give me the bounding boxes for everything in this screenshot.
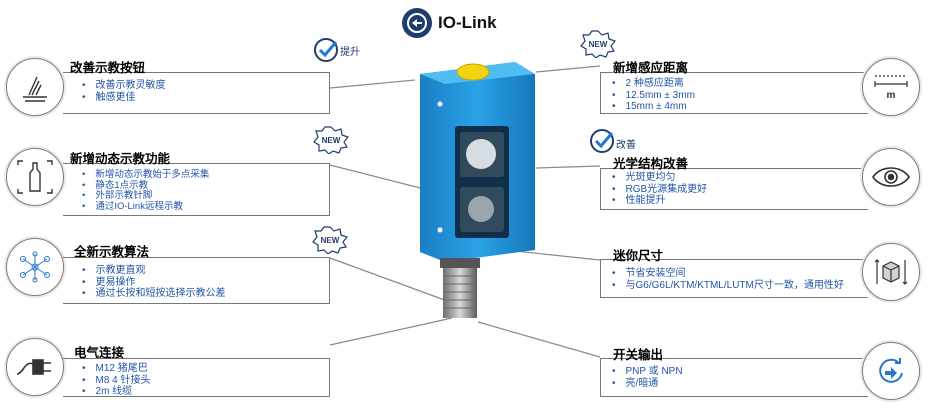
io-link-logo-icon	[402, 8, 432, 38]
list-item: 2m 线缆	[82, 386, 151, 398]
list-item: 15mm ± 4mm	[612, 101, 695, 113]
list-item: 示教更直观	[82, 265, 226, 277]
panel-rule	[329, 72, 330, 114]
panel-rule	[63, 215, 330, 216]
check-badge-icon	[588, 127, 616, 160]
panel-items-electrical-connection: M12 猪尾巴 M8 4 针接头 2m 线缆	[82, 363, 151, 398]
list-item: 触感更佳	[82, 92, 166, 104]
panel-title-teach-algorithm: 全新示教算法	[74, 245, 150, 259]
list-item: M12 猪尾巴	[82, 363, 151, 375]
ruler-unit-label: m	[887, 90, 896, 101]
panel-rule	[600, 259, 601, 298]
new-badge-label: NEW	[321, 236, 340, 245]
panel-title-dynamic-teach: 新增动态示教功能	[70, 152, 171, 166]
new-badge-icon: NEW	[313, 126, 350, 159]
list-item: 性能提升	[612, 195, 707, 207]
panel-rule	[63, 257, 330, 258]
new-badge-label: NEW	[589, 40, 608, 49]
list-item: PNP 或 NPN	[612, 366, 683, 378]
panel-rule	[600, 396, 868, 397]
panel-rule	[600, 259, 868, 260]
panel-rule	[600, 72, 601, 114]
panel-items-dynamic-teach: 新增动态示教始于多点采集 静态1点示教 外部示教针脚 通过IO-Link远程示教	[82, 169, 209, 213]
panel-rule	[329, 163, 330, 216]
panel-title-teach-button: 改善示教按钮	[70, 61, 146, 75]
panel-rule	[600, 72, 868, 73]
panel-items-sensing-distance: 2 种感应距离 12.5mm ± 3mm 15mm ± 4mm	[612, 78, 695, 113]
panel-items-mini-size: 节省安装空间 与G6/G6L/KTM/KTML/LUTM尺寸一致，通用性好	[612, 268, 844, 291]
list-item: 通过长按和短按选择示教公差	[82, 288, 226, 300]
panel-rule	[63, 303, 330, 304]
panel-rule	[600, 168, 601, 210]
panel-rule	[600, 358, 601, 397]
panel-rule	[600, 358, 868, 359]
panel-title-optical-structure: 光学结构改善	[613, 157, 689, 171]
sensor-image	[420, 62, 535, 318]
panel-rule	[63, 163, 330, 164]
cube-size-icon	[862, 243, 920, 301]
new-badge-icon: NEW	[312, 226, 349, 259]
panel-rule	[329, 358, 330, 397]
panel-title-switch-output: 开关输出	[613, 348, 664, 362]
new-badge-label: NEW	[322, 136, 341, 145]
new-badge-icon: NEW	[580, 30, 617, 63]
switch-output-icon	[862, 342, 920, 400]
panel-rule	[63, 396, 330, 397]
panel-rule	[600, 297, 868, 298]
list-item: 更易操作	[82, 277, 226, 289]
list-item: 2 种感应距离	[612, 78, 695, 90]
network-algorithm-icon	[6, 238, 64, 296]
list-item: 亮/暗通	[612, 378, 683, 390]
list-item: 通过IO-Link远程示教	[82, 201, 209, 213]
ruler-distance-icon: m	[862, 58, 920, 116]
improve-badge-label: 提升	[340, 47, 360, 58]
panel-rule	[63, 113, 330, 114]
list-item: 新增动态示教始于多点采集	[82, 169, 209, 181]
panel-rule	[600, 209, 868, 210]
list-item: RGB光源集成更好	[612, 184, 708, 196]
panel-rule	[63, 72, 330, 73]
teach-button-icon	[6, 58, 64, 116]
panel-rule	[63, 358, 330, 359]
panel-rule	[329, 257, 330, 304]
bottle-scan-icon	[6, 148, 64, 206]
brand-text: IO-Link	[438, 13, 497, 32]
list-item: 静态1点示教	[82, 180, 209, 192]
panel-items-optical-structure: 光斑更均匀 RGB光源集成更好 性能提升	[612, 172, 708, 207]
list-item: M8 4 针接头	[82, 375, 151, 387]
panel-items-switch-output: PNP 或 NPN 亮/暗通	[612, 366, 683, 389]
check-badge-icon	[312, 36, 340, 69]
list-item: 12.5mm ± 3mm	[612, 90, 695, 102]
panel-items-teach-algorithm: 示教更直观 更易操作 通过长按和短按选择示教公差	[82, 265, 226, 300]
panel-title-mini-size: 迷你尺寸	[613, 249, 664, 263]
improve2-badge-label: 改善	[616, 140, 636, 151]
panel-rule	[600, 168, 868, 169]
panel-items-teach-button: 改善示教灵敏度 触感更佳	[82, 80, 166, 103]
list-item: 外部示教针脚	[82, 190, 209, 202]
eye-icon	[862, 148, 920, 206]
panel-rule	[600, 113, 868, 114]
panel-title-sensing-distance: 新增感应距离	[613, 61, 689, 75]
list-item: 节省安装空间	[612, 268, 844, 280]
plug-icon	[6, 338, 64, 396]
io-link-brand: IO-Link	[402, 6, 497, 40]
list-item: 光斑更均匀	[612, 172, 707, 184]
list-item: 改善示教灵敏度	[82, 80, 166, 92]
panel-title-electrical-connection: 电气连接	[74, 346, 125, 360]
list-item: 与G6/G6L/KTM/KTML/LUTM尺寸一致，通用性好	[612, 280, 844, 292]
